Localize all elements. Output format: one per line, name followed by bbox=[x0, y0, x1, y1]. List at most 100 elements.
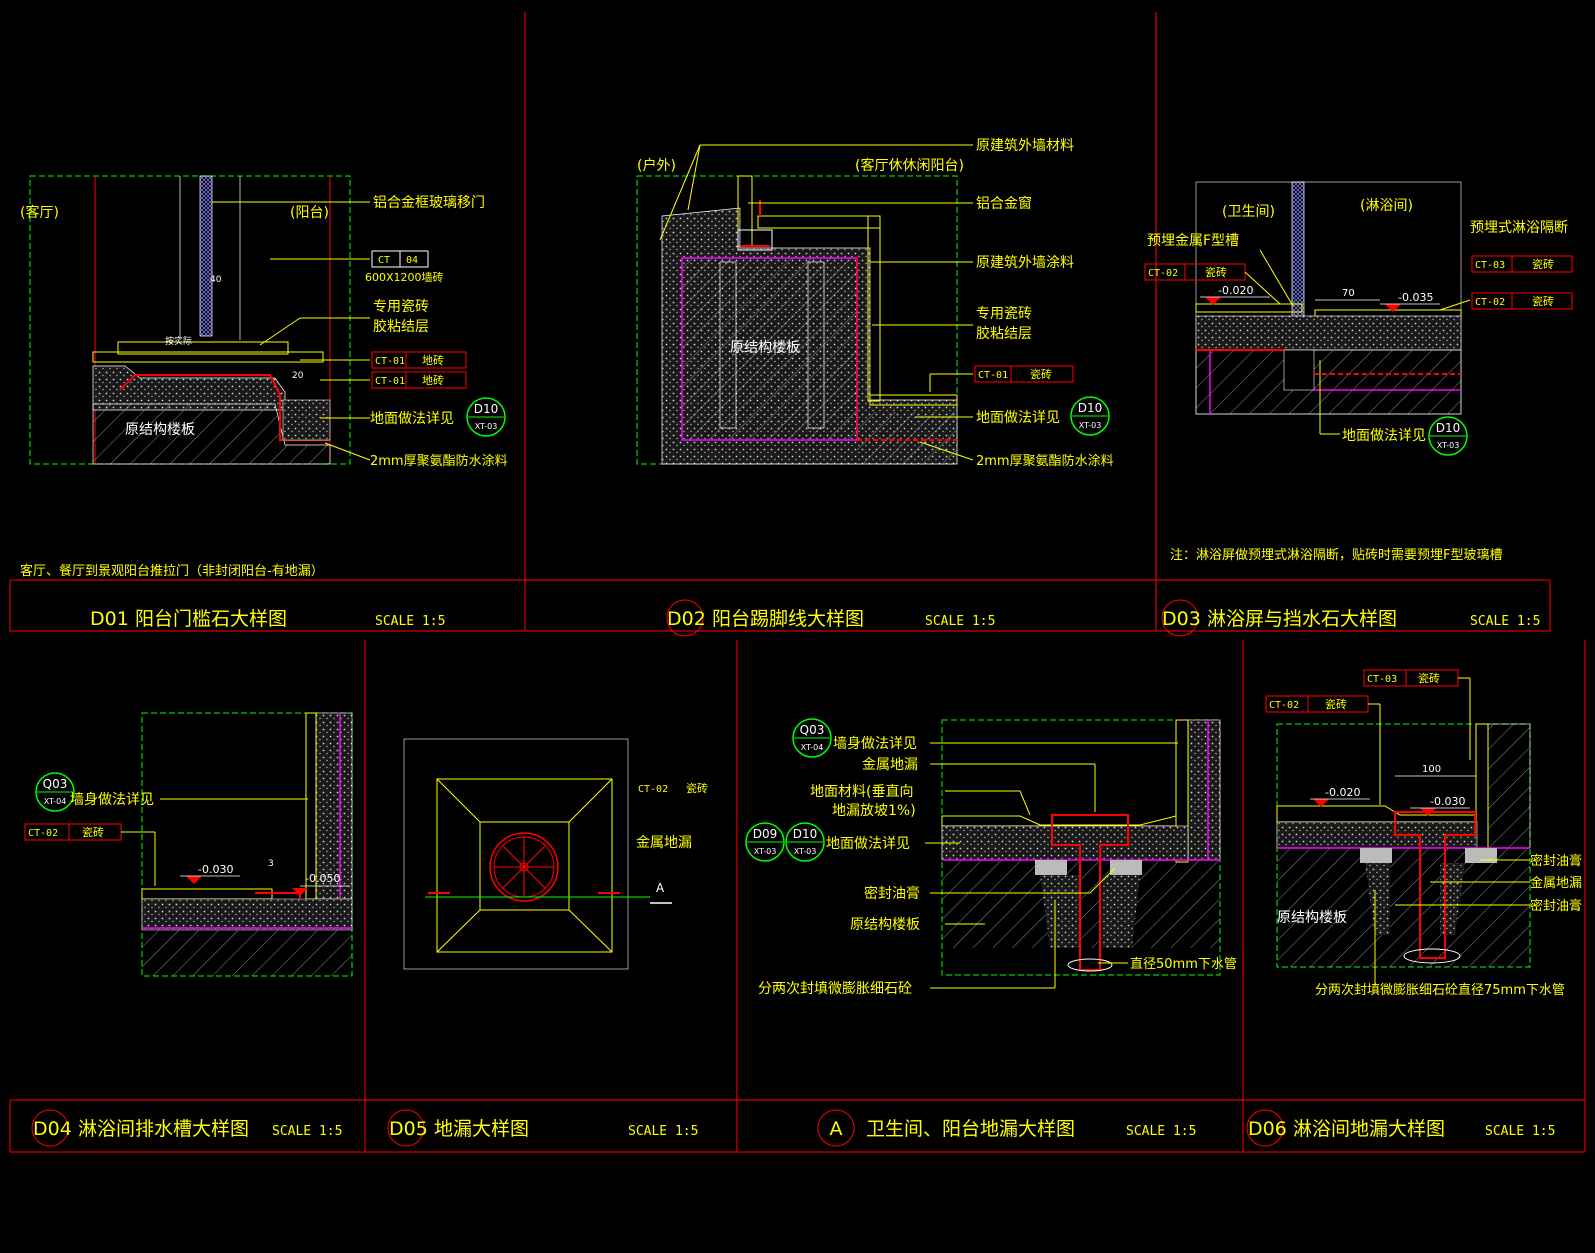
d06-seal-1: 密封油膏 bbox=[1530, 853, 1582, 869]
d01-bubble-top: D10 bbox=[474, 402, 499, 416]
d02-room-right: (客厅休休闲阳台) bbox=[855, 157, 964, 174]
d02-bubble-top: D10 bbox=[1078, 401, 1103, 415]
detail-d06: CT-03 瓷砖 CT-02 瓷砖 100 -0.020 -0.030 密封油膏… bbox=[1265, 669, 1582, 998]
d04-num: D04 bbox=[33, 1118, 72, 1140]
d05-scale: SCALE 1:5 bbox=[628, 1124, 698, 1139]
d06-elev-right: -0.030 bbox=[1430, 795, 1465, 808]
a-floor-detail: 地面做法详见 bbox=[826, 836, 910, 852]
d06-elev-left: -0.020 bbox=[1325, 786, 1360, 799]
d03-note: 注：淋浴屏做预埋式淋浴隔断，贴砖时需要预埋F型玻璃槽 bbox=[1170, 548, 1502, 563]
d04-scale: SCALE 1:5 bbox=[272, 1124, 342, 1139]
d01-tag-ct: CT bbox=[378, 255, 390, 266]
d01-tag2-mat: 地砖 bbox=[422, 373, 444, 387]
d01-room-left: (客厅) bbox=[20, 204, 59, 221]
d04-elev-left: -0.030 bbox=[198, 863, 233, 876]
d02-room-left: (户外) bbox=[637, 157, 676, 174]
d02-floor-detail: 地面做法详见 bbox=[976, 410, 1060, 426]
d02-num: D02 bbox=[667, 608, 706, 630]
d05-section-mark: A bbox=[656, 881, 665, 895]
a-bubble-d09-bottom: XT-03 bbox=[754, 847, 777, 856]
d02-ext-paint: 原建筑外墙涂料 bbox=[976, 255, 1074, 271]
d06-title: 淋浴间地漏大样图 bbox=[1293, 1118, 1445, 1140]
d04-bubble-bottom: XT-04 bbox=[44, 797, 67, 806]
title-d04: D04 淋浴间排水槽大样图 SCALE 1:5 bbox=[31, 1109, 342, 1147]
d02-bubble-bottom: XT-03 bbox=[1079, 421, 1102, 430]
d04-bubble-top: Q03 bbox=[43, 777, 68, 791]
d01-tag1-mat: 地砖 bbox=[422, 353, 444, 367]
d03-elev-right: -0.035 bbox=[1398, 291, 1433, 304]
a-num: A bbox=[830, 1118, 843, 1140]
a-drain: 金属地漏 bbox=[862, 757, 918, 773]
d01-title: 阳台门槛石大样图 bbox=[135, 608, 287, 630]
d06-drain: 金属地漏 bbox=[1530, 875, 1582, 891]
d06-tag-top-mat: 瓷砖 bbox=[1418, 671, 1440, 685]
d02-adhesive-1: 专用瓷砖 bbox=[976, 306, 1032, 322]
title-d02: D02 阳台踢脚线大样图 SCALE 1:5 bbox=[666, 599, 995, 637]
a-floor-mat-2: 地漏放坡1%) bbox=[832, 803, 916, 819]
a-scale: SCALE 1:5 bbox=[1126, 1124, 1196, 1139]
d03-fgroove: 预埋金属F型槽 bbox=[1147, 233, 1239, 249]
d01-waterproof: 2mm厚聚氨酯防水涂料 bbox=[370, 453, 508, 469]
d03-bubble-top: D10 bbox=[1436, 421, 1461, 435]
d03-tag-left-code: CT-02 bbox=[1148, 268, 1178, 279]
d03-tag-r1-mat: 瓷砖 bbox=[1532, 257, 1554, 271]
d03-scale: SCALE 1:5 bbox=[1470, 614, 1540, 629]
d01-scale: SCALE 1:5 bbox=[375, 614, 445, 629]
d02-tag-code: CT-01 bbox=[978, 370, 1008, 381]
a-structure: 原结构楼板 bbox=[850, 917, 920, 933]
d05-tag-code: CT-02 bbox=[638, 784, 668, 795]
d01-tag1-code: CT-01 bbox=[375, 356, 405, 367]
d04-tag-mat: 瓷砖 bbox=[82, 825, 104, 839]
detail-d03: (卫生间) (淋浴间) 预埋式淋浴隔断 预埋金属F型槽 CT-02 瓷砖 CT-… bbox=[1144, 181, 1573, 563]
d06-bottom: 分两次封填微膨胀细石砼直径75mm下水管 bbox=[1315, 982, 1565, 998]
d02-tag-mat: 瓷砖 bbox=[1030, 367, 1052, 381]
title-d01: D01 阳台门槛石大样图 SCALE 1:5 bbox=[90, 608, 445, 630]
d03-floor-detail: 地面做法详见 bbox=[1342, 428, 1426, 444]
d03-room-left: (卫生间) bbox=[1222, 204, 1275, 220]
a-wall-detail: 墙身做法详见 bbox=[833, 736, 917, 752]
d01-floor-detail: 地面做法详见 bbox=[370, 411, 454, 427]
d02-structure: 原结构楼板 bbox=[730, 340, 800, 356]
d03-elev-left: -0.020 bbox=[1218, 284, 1253, 297]
a-bubble-d10-bottom: XT-03 bbox=[794, 847, 817, 856]
d03-title: 淋浴屏与挡水石大样图 bbox=[1207, 608, 1397, 630]
d01-dim-40: 40 bbox=[210, 275, 222, 285]
d01-dim-20: 20 bbox=[292, 371, 304, 381]
d04-title: 淋浴间排水槽大样图 bbox=[78, 1118, 249, 1140]
d06-scale: SCALE 1:5 bbox=[1485, 1124, 1555, 1139]
d01-adhesive-1: 专用瓷砖 bbox=[373, 299, 429, 315]
d02-waterproof: 2mm厚聚氨酯防水涂料 bbox=[976, 453, 1114, 469]
d06-tag-top-code: CT-03 bbox=[1367, 674, 1397, 685]
d01-door-label: 铝合金框玻璃移门 bbox=[373, 194, 485, 211]
d06-structure: 原结构楼板 bbox=[1277, 910, 1347, 926]
d05-num: D05 bbox=[389, 1118, 428, 1140]
d04-dim-small: 3 bbox=[268, 859, 274, 869]
d02-ext-material: 原建筑外墙材料 bbox=[976, 138, 1074, 154]
a-bubble-q-top: Q03 bbox=[800, 723, 825, 737]
title-d03: D03 淋浴屏与挡水石大样图 SCALE 1:5 bbox=[1161, 599, 1540, 637]
d05-title: 地漏大样图 bbox=[434, 1118, 529, 1140]
d02-window: 铝合金窗 bbox=[976, 195, 1032, 212]
d06-num: D06 bbox=[1248, 1118, 1287, 1140]
d05-tag-mat: 瓷砖 bbox=[686, 781, 708, 795]
detail-d04: Q03 XT-04 墙身做法详见 CT-02 瓷砖 -0.030 3 -0.05… bbox=[24, 712, 353, 977]
d01-note: 客厅、餐厅到景观阳台推拉门（非封闭阳台-有地漏） bbox=[20, 563, 324, 579]
d03-tag-r1-code: CT-03 bbox=[1475, 260, 1505, 271]
drain-cover-icon bbox=[489, 832, 559, 902]
d04-tag-code: CT-02 bbox=[28, 828, 58, 839]
d06-seal-2: 密封油膏 bbox=[1530, 898, 1582, 914]
sheet-frame bbox=[9, 12, 1586, 1153]
d01-tile-size: 600X1200墙砖 bbox=[365, 270, 444, 284]
d01-tag-ct-num: 04 bbox=[406, 255, 418, 266]
d06-tag-left-code: CT-02 bbox=[1269, 700, 1299, 711]
d03-dim-70: 70 bbox=[1342, 288, 1355, 299]
d05-drain: 金属地漏 bbox=[636, 835, 692, 851]
d01-dim-stone: 按实际 bbox=[165, 335, 192, 347]
d03-tag-left-mat: 瓷砖 bbox=[1205, 265, 1227, 279]
a-title: 卫生间、阳台地漏大样图 bbox=[866, 1118, 1075, 1140]
d02-title: 阳台踢脚线大样图 bbox=[712, 608, 864, 630]
d06-dim-100: 100 bbox=[1422, 764, 1441, 775]
d03-tag-r2-code: CT-02 bbox=[1475, 297, 1505, 308]
d01-structure: 原结构楼板 bbox=[125, 422, 195, 438]
a-bubble-q-bottom: XT-04 bbox=[801, 743, 824, 752]
